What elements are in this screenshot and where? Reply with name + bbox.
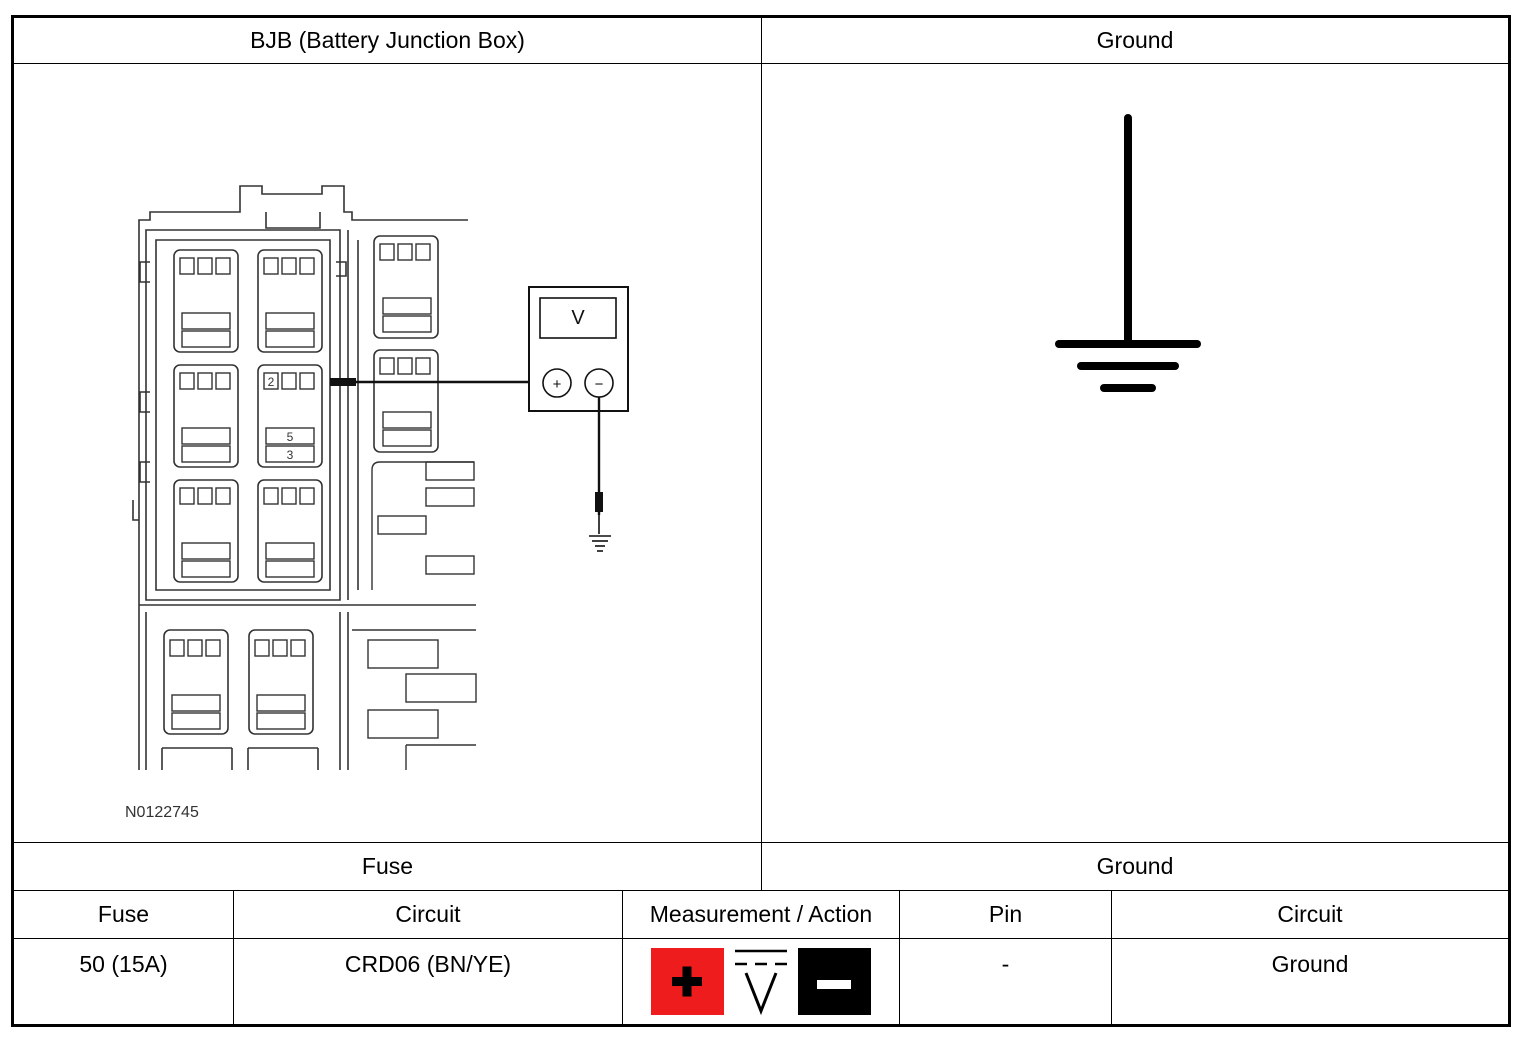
ground-symbol-icon [1055,114,1201,392]
cell-pin: - [1001,951,1010,977]
section-label-fuse: Fuse [361,853,414,879]
voltmeter-icon: V + − [528,286,629,412]
divider-col-1 [233,890,234,1027]
cell-ground-circuit: Ground [1271,951,1349,977]
divider-col-3 [899,890,900,1027]
col-header-measurement: Measurement / Action [649,901,873,927]
fuse-number-2: 2 [268,375,275,389]
col-header-ground-circuit: Circuit [1277,901,1343,927]
voltmeter-minus-terminal: − [595,376,604,393]
measurement-icons [651,948,871,1016]
divider-section-labels [11,890,1511,891]
divider-center [761,15,762,890]
fuse-number-5: 5 [287,430,294,444]
probe-tip [330,378,356,386]
col-header-fuse: Fuse [97,901,150,927]
col-header-circuit: Circuit [395,901,461,927]
fuse-number-3: 3 [287,448,294,462]
header-bjb-title: BJB (Battery Junction Box) [250,27,525,53]
bjb-illustration: 2 5 3 V + − N0122745 [125,185,629,821]
small-ground-icon [589,535,611,552]
divider-col-4 [1111,890,1112,1027]
plus-probe-icon [651,948,724,1015]
voltmeter-plus-terminal: + [553,376,562,393]
col-header-pin: Pin [988,901,1023,927]
voltmeter-label: V [571,307,585,329]
divider-col-2 [622,890,623,1027]
divider-table-header [11,938,1511,939]
cell-fuse: 50 (15A) [79,951,168,977]
section-label-ground: Ground [1096,853,1174,879]
figure-id: N0122745 [125,804,199,821]
minus-probe-icon [798,948,871,1015]
header-ground-title: Ground [1096,27,1174,53]
dc-voltage-icon [735,949,787,1016]
cell-circuit: CRD06 (BN/YE) [344,951,512,977]
